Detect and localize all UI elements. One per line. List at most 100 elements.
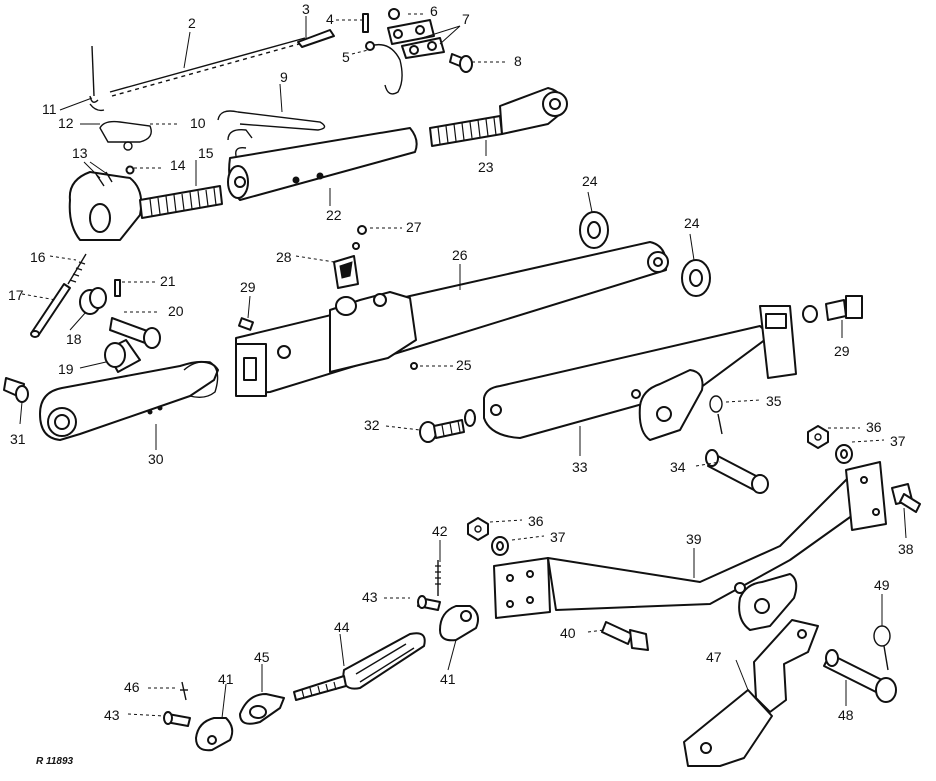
callout-14: 14 bbox=[170, 157, 186, 173]
chain-part-2 bbox=[109, 37, 307, 97]
callout-33: 33 bbox=[572, 459, 588, 475]
callout-5: 5 bbox=[342, 49, 350, 65]
callout-44: 44 bbox=[334, 619, 350, 635]
turnbuckle-part-44 bbox=[293, 632, 426, 701]
draft-link-part-26 bbox=[235, 241, 669, 397]
clevis-part-41-upper bbox=[439, 605, 479, 642]
callout-27: 27 bbox=[406, 219, 422, 235]
callout-13: 13 bbox=[72, 145, 88, 161]
nut-part-6 bbox=[388, 8, 400, 20]
grease-fitting-part-28 bbox=[333, 255, 359, 289]
washer-part-24-right bbox=[681, 259, 711, 297]
pin-part-34 bbox=[705, 449, 769, 494]
pin-part-16 bbox=[67, 253, 87, 285]
clip-part-3 bbox=[297, 29, 335, 48]
spring-part-12 bbox=[89, 103, 105, 112]
callout-39: 39 bbox=[686, 531, 702, 547]
clevis-part-41-lower bbox=[195, 717, 234, 752]
callout-34: 34 bbox=[670, 459, 686, 475]
callout-31: 31 bbox=[10, 431, 26, 447]
callout-29: 29 bbox=[834, 343, 850, 359]
callout-40: 40 bbox=[560, 625, 576, 641]
washer-part-37-lower bbox=[491, 536, 509, 556]
callout-43: 43 bbox=[104, 707, 120, 723]
callout-26: 26 bbox=[452, 247, 468, 263]
callout-30: 30 bbox=[148, 451, 164, 467]
callout-7: 7 bbox=[462, 11, 470, 27]
lower-link-part-30 bbox=[39, 360, 219, 441]
callout-18: 18 bbox=[66, 331, 82, 347]
lynch-pin-part-49 bbox=[873, 625, 891, 671]
pin-part-21 bbox=[114, 279, 121, 297]
washer-part-37-upper bbox=[835, 444, 853, 464]
pin-part-29-left bbox=[237, 317, 255, 331]
callout-2: 2 bbox=[188, 15, 196, 31]
hook-part-5 bbox=[365, 41, 403, 95]
callout-11: 11 bbox=[42, 101, 57, 117]
support-part-33 bbox=[483, 305, 797, 441]
callout-8: 8 bbox=[514, 53, 522, 69]
pin-part-43-lower bbox=[163, 711, 191, 727]
leader-lines bbox=[19, 13, 907, 719]
pin-part-11 bbox=[89, 45, 99, 103]
callout-38: 38 bbox=[898, 541, 914, 557]
pin-part-17 bbox=[30, 283, 71, 338]
callout-24: 24 bbox=[684, 215, 700, 231]
callout-36: 36 bbox=[528, 513, 544, 529]
bracket-part-47 bbox=[683, 619, 819, 767]
callout-36: 36 bbox=[866, 419, 882, 435]
bolt-part-8 bbox=[449, 53, 473, 73]
pin-part-25 bbox=[410, 362, 418, 370]
callout-25: 25 bbox=[456, 357, 472, 373]
callout-4: 4 bbox=[326, 11, 334, 27]
callout-41: 41 bbox=[440, 671, 456, 687]
callout-42: 42 bbox=[432, 523, 448, 539]
callout-16: 16 bbox=[30, 249, 46, 265]
pin-part-43-upper bbox=[417, 595, 441, 611]
bolt-part-32 bbox=[419, 409, 476, 443]
bushing-part-19 bbox=[104, 339, 141, 373]
callout-28: 28 bbox=[276, 249, 292, 265]
retainer-part-9 bbox=[217, 110, 326, 157]
callout-17: 17 bbox=[8, 287, 24, 303]
bolt-part-40 bbox=[601, 621, 649, 651]
tube-part-22 bbox=[227, 127, 418, 201]
callout-45: 45 bbox=[254, 649, 270, 665]
callout-32: 32 bbox=[364, 417, 380, 433]
callout-37: 37 bbox=[550, 529, 566, 545]
callout-47: 47 bbox=[706, 649, 722, 665]
pin-part-14 bbox=[125, 165, 135, 175]
callout-23: 23 bbox=[478, 159, 494, 175]
pin-part-31 bbox=[3, 377, 29, 403]
bolt-part-38 bbox=[891, 483, 921, 513]
callout-20: 20 bbox=[168, 303, 184, 319]
callout-12: 12 bbox=[58, 115, 74, 131]
callout-41: 41 bbox=[218, 671, 234, 687]
nut-part-36-lower bbox=[467, 517, 489, 541]
plate-part-7 bbox=[387, 19, 445, 59]
drawing-reference: R 11893 bbox=[36, 756, 74, 767]
callout-3: 3 bbox=[302, 1, 310, 17]
pin-part-48 bbox=[823, 649, 897, 703]
callout-49: 49 bbox=[874, 577, 890, 593]
callout-37: 37 bbox=[890, 433, 906, 449]
callout-43: 43 bbox=[362, 589, 378, 605]
callout-6: 6 bbox=[430, 3, 438, 19]
washer-part-24-upper bbox=[579, 211, 609, 249]
callout-24: 24 bbox=[582, 173, 598, 189]
bolt-part-29-right bbox=[802, 295, 863, 323]
pin-part-20 bbox=[109, 317, 161, 349]
pin-part-46 bbox=[180, 681, 188, 701]
callout-19: 19 bbox=[58, 361, 74, 377]
callout-21: 21 bbox=[160, 273, 176, 289]
drawbar-part-39 bbox=[493, 461, 887, 631]
threaded-rod-part-23 bbox=[429, 87, 568, 147]
callout-46: 46 bbox=[124, 679, 140, 695]
callout-22: 22 bbox=[326, 207, 342, 223]
callout-15: 15 bbox=[198, 145, 214, 161]
pin-part-42 bbox=[435, 560, 441, 596]
callout-35: 35 bbox=[766, 393, 782, 409]
clip-pin-part-35 bbox=[709, 395, 723, 435]
plug-part-27 bbox=[352, 225, 367, 250]
